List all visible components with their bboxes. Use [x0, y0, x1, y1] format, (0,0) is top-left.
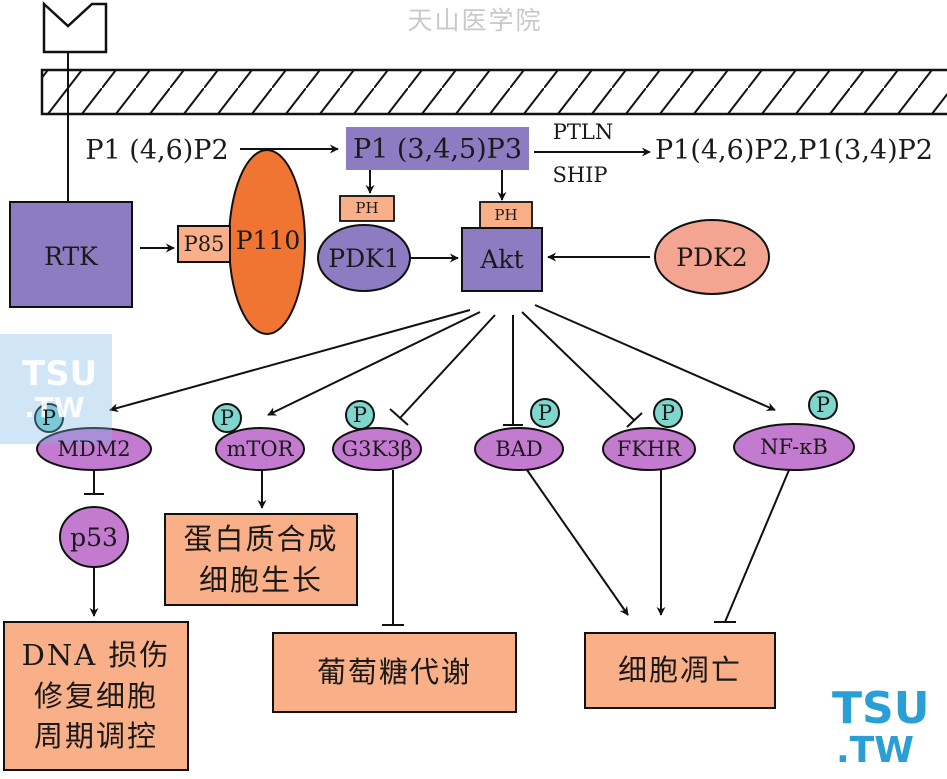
- protein-line-2: 细胞生长: [198, 562, 323, 597]
- dna-line-2: 修复细胞: [33, 678, 158, 713]
- target-ellipses: [36, 423, 855, 568]
- mtor-ellipse: [215, 427, 305, 471]
- p85-box: [177, 225, 231, 263]
- output-boxes: [3, 513, 776, 771]
- pdk2-ellipse: [654, 219, 770, 295]
- pdk1-label: PDK1: [328, 243, 400, 273]
- apoptosis-box: [584, 632, 776, 709]
- pip2-label: P1 (4,6)P2: [85, 134, 229, 166]
- mdm2-label: MDM2: [57, 436, 131, 461]
- ship-label: SHIP: [552, 162, 608, 187]
- watermark-logo-left-line2: .TW: [24, 391, 85, 424]
- ph-box-pdk1: [339, 195, 395, 222]
- phosphate-label-nfkb: P: [815, 392, 831, 417]
- protein-box: [164, 513, 358, 606]
- rtk-label: RTK: [44, 241, 98, 271]
- phosphate-label-g3k3b: P: [352, 402, 368, 427]
- ptln-label: PTLN: [552, 119, 614, 144]
- products-label: P1(4,6)P2,P1(3,4)P2: [655, 134, 933, 166]
- g3k3b-label: G3K3β: [341, 436, 413, 461]
- dna-repair-label: DNA 损伤 修复细胞 周期调控: [4, 622, 188, 770]
- watermark-logo-right-line1: TSU: [832, 683, 930, 734]
- phosphate-label-bad: P: [537, 400, 553, 425]
- watermark-logo-left-line1: TSU: [22, 354, 98, 394]
- akt-label: Akt: [480, 244, 524, 274]
- phosphate-icon: [34, 390, 838, 433]
- g3k3b-ellipse: [332, 427, 422, 471]
- bad-label: BAD: [495, 436, 543, 461]
- p85-label: P85: [183, 231, 225, 256]
- phosphate-label-mtor: P: [219, 405, 235, 430]
- watermark-title: 天山医学院: [407, 5, 543, 35]
- dna-line-1: DNA 损伤: [21, 638, 171, 673]
- bad-ellipse: [474, 427, 564, 471]
- rtk-box: [9, 201, 133, 308]
- glucose-metabolism-label: 葡萄糖代谢: [316, 655, 472, 689]
- nfkb-label: NF-κB: [760, 434, 828, 459]
- pip3-box: [346, 127, 529, 170]
- ph-label-akt: PH: [494, 205, 518, 224]
- glucose-box: [272, 632, 517, 713]
- fkhr-label: FKHR: [616, 436, 682, 461]
- ph-box-akt: [479, 201, 533, 229]
- phosphate-label-mdm2: P: [41, 405, 57, 430]
- cell-membrane: [40, 68, 947, 116]
- nfkb-ellipse: [733, 423, 855, 471]
- protein-synthesis-label: 蛋白质合成 细胞生长: [165, 514, 357, 605]
- phosphate-label-fkhr: P: [660, 400, 676, 425]
- p110-label: P110: [235, 225, 301, 255]
- downstream-connectors: [84, 469, 790, 626]
- watermark-logo-right-line2: .TW: [836, 730, 914, 771]
- protein-line-1: 蛋白质合成: [183, 521, 339, 556]
- upper-arrows: [140, 144, 651, 263]
- apoptosis-label: 细胞凋亡: [617, 653, 742, 687]
- dna-box: [3, 621, 189, 771]
- akt-branches: [109, 304, 776, 428]
- pip3-label: P1 (3,4,5)P3: [352, 133, 523, 165]
- dna-line-3: 周期调控: [33, 719, 158, 754]
- ph-label-pdk1: PH: [355, 199, 379, 217]
- pdk2-label: PDK2: [676, 242, 748, 272]
- p53-label: p53: [70, 522, 118, 552]
- fkhr-ellipse: [602, 427, 696, 471]
- akt-box: [461, 227, 543, 292]
- mtor-label: mTOR: [226, 436, 294, 461]
- watermark-logo-left: [0, 334, 112, 444]
